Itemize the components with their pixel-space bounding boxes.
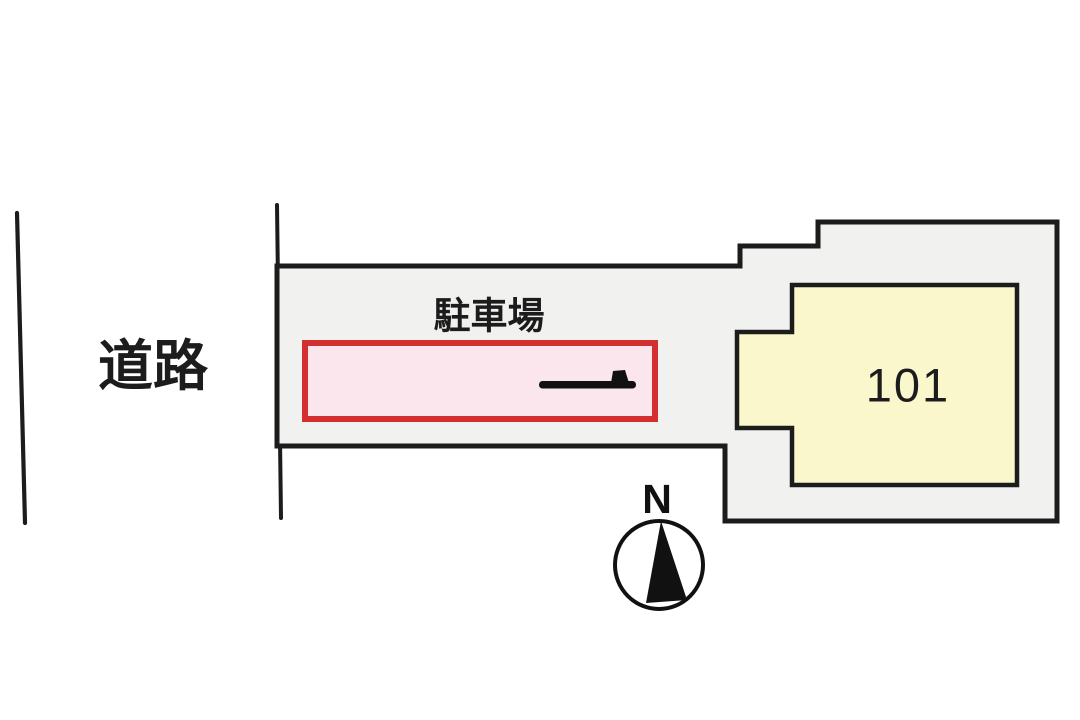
parking-label: 駐車場 (434, 296, 545, 337)
unit-number-label: 101 (866, 359, 950, 412)
compass-icon: N (613, 476, 705, 611)
compass-needle (646, 521, 687, 603)
building-101-footprint (734, 282, 1020, 488)
car-icon (539, 370, 636, 389)
compass-north-label: N (642, 476, 672, 522)
parking-space-border (302, 340, 658, 422)
road-label: 道路 (98, 335, 209, 397)
road-edge-line (14, 210, 28, 526)
